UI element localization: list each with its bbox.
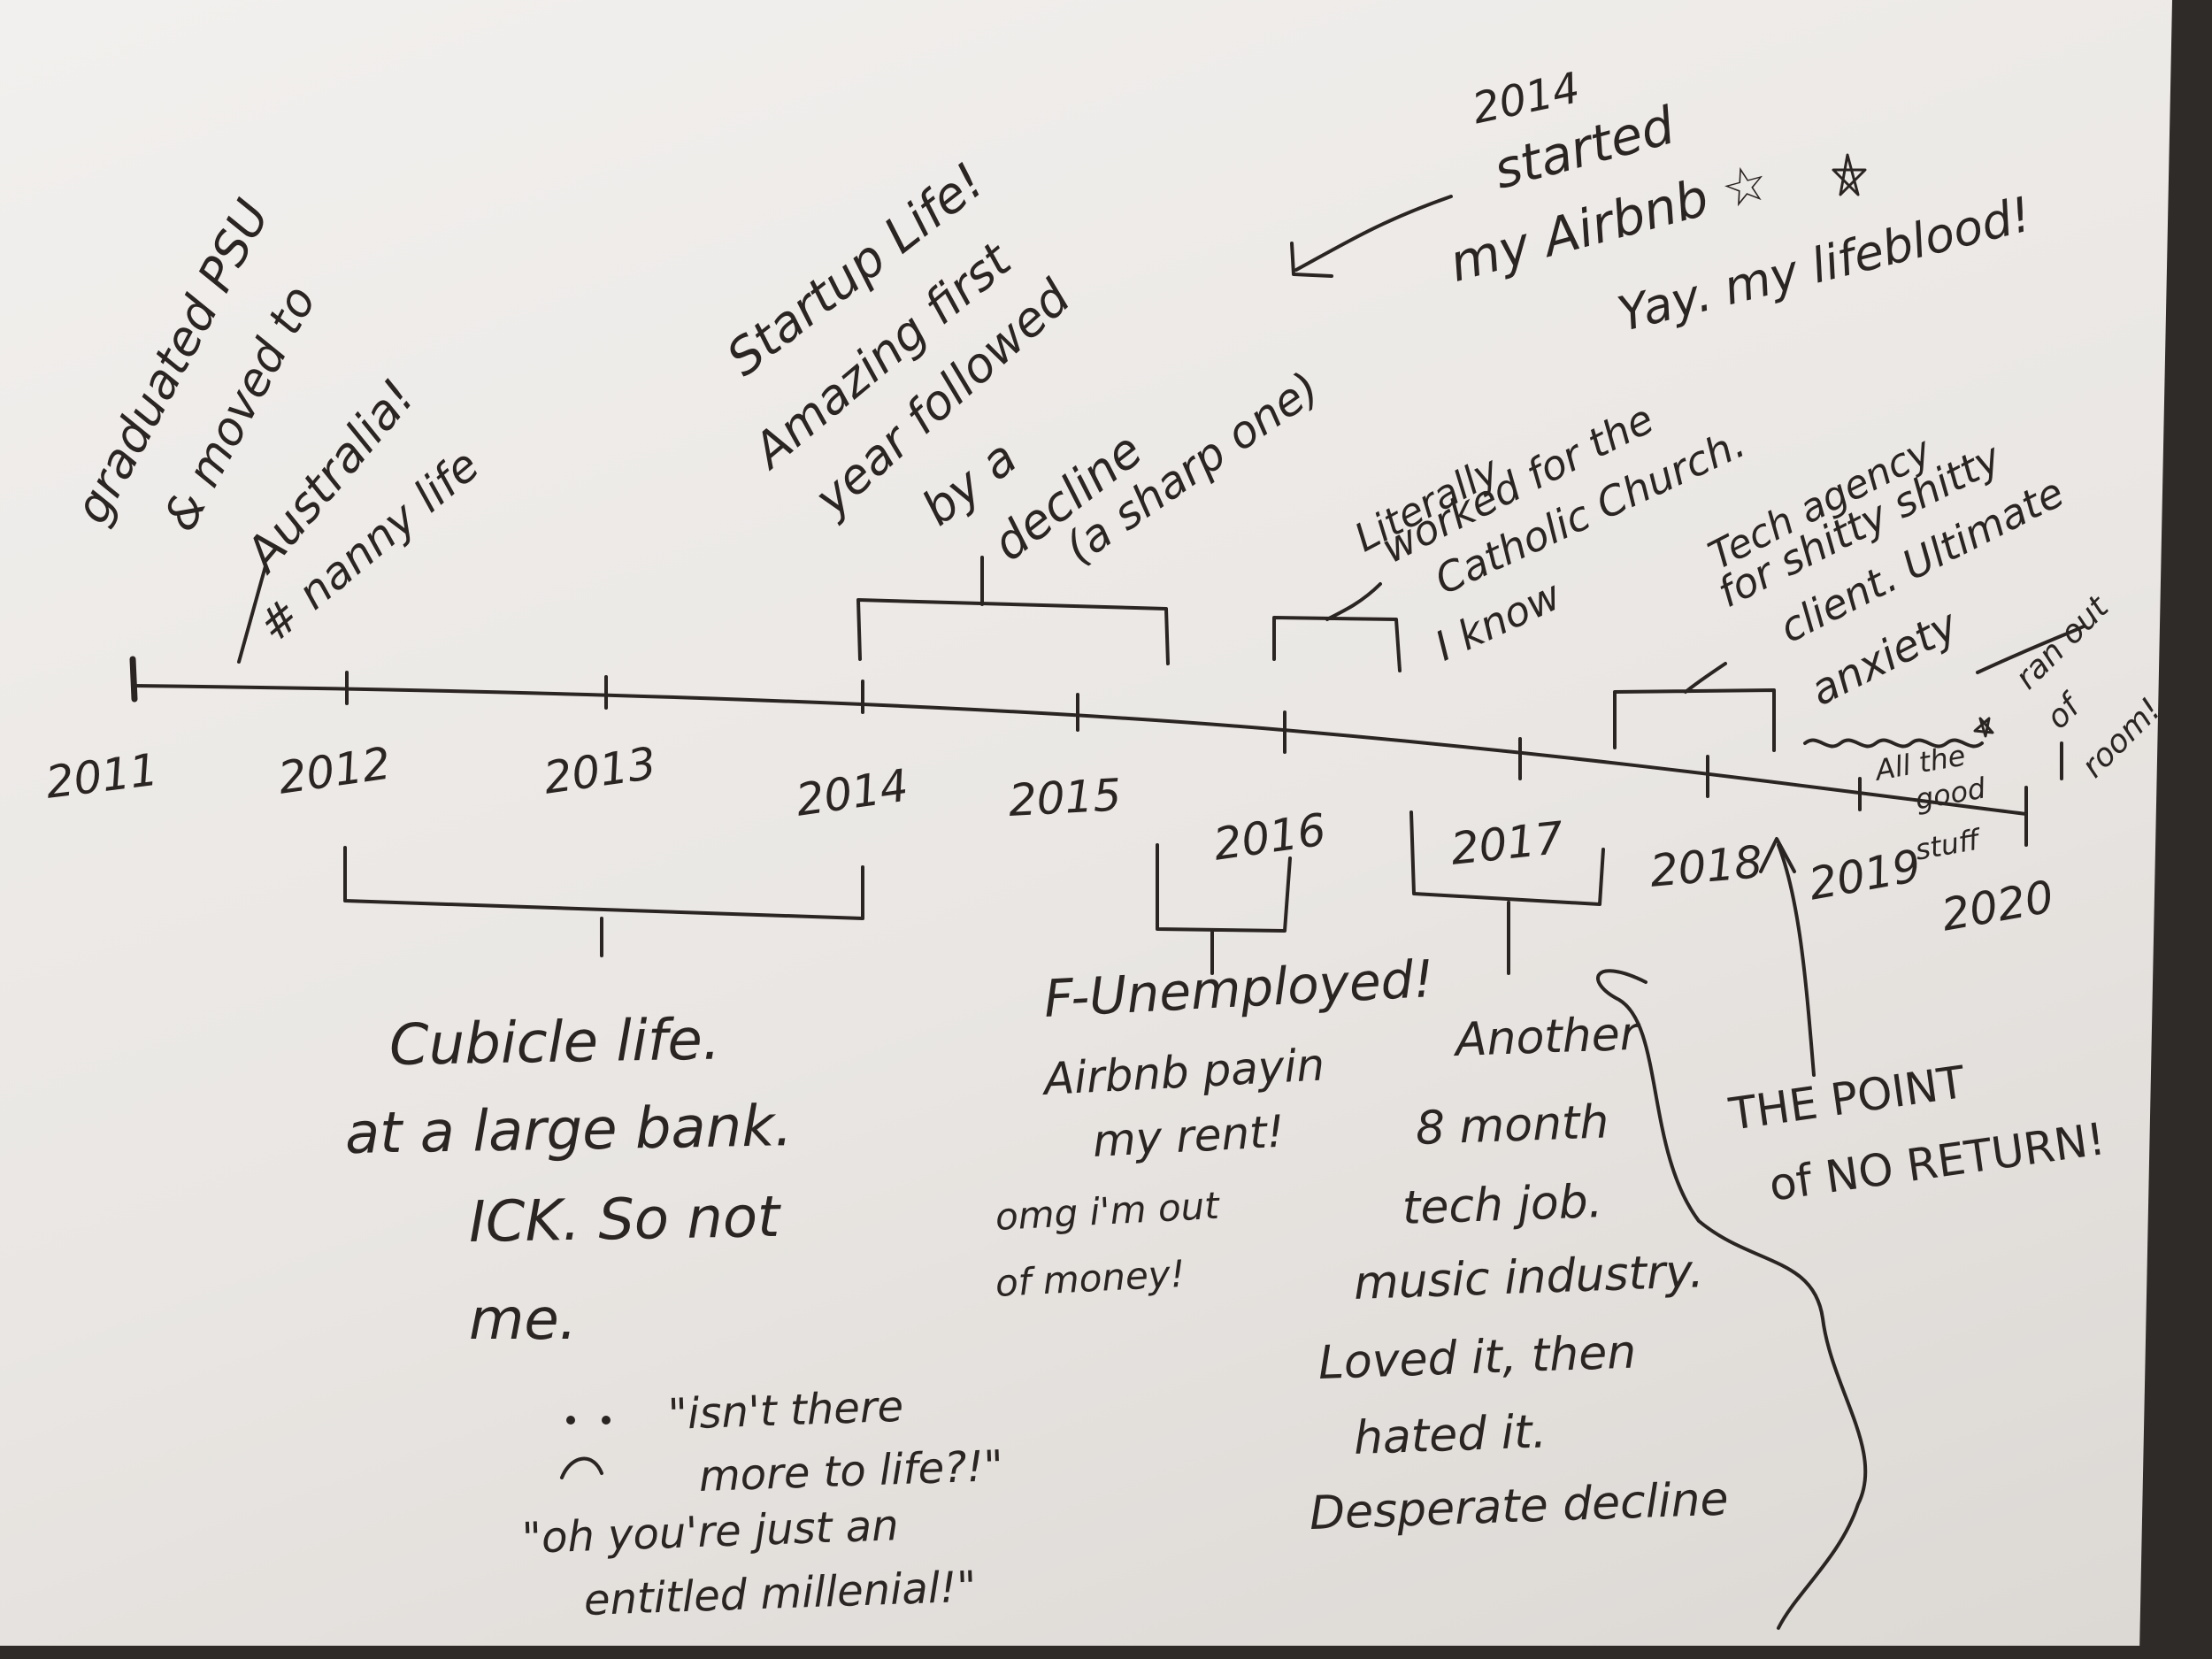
quotes-line-2: more to life?!" — [698, 1441, 1004, 1502]
cubicle-line-1: Cubicle life. — [388, 1007, 721, 1079]
frown-eye-left — [566, 1416, 575, 1425]
unemployed-line-5: of money! — [994, 1251, 1187, 1305]
frown-mouth — [560, 1456, 603, 1479]
squiggle-line — [1803, 738, 1984, 749]
quotes-line-4: entitled millenial!" — [583, 1562, 978, 1625]
paper-sheet — [0, 0, 2172, 1646]
cubicle-line-3: ICK. So not — [468, 1184, 780, 1256]
unemployed-line-3: my rent! — [1091, 1105, 1286, 1167]
another-line-4: music industry. — [1352, 1245, 1705, 1310]
ran-out-arrow — [1976, 625, 2085, 674]
ran-out-star — [1973, 717, 1994, 738]
tech-agency-bracket — [1613, 662, 1776, 752]
cloud-outline — [1596, 969, 1868, 1630]
year-2011: 2011 — [42, 743, 161, 809]
year-2017: 2017 — [1448, 811, 1566, 875]
timeline-axis — [131, 684, 2028, 816]
frown-eye-right — [602, 1416, 611, 1425]
start-tick — [129, 656, 138, 703]
quotes-line-1: "isn't there — [667, 1381, 904, 1440]
another-line-5: Loved it, then — [1317, 1325, 1638, 1390]
airbnb-star — [1832, 153, 1867, 196]
cubicle-bracket — [343, 846, 864, 957]
tech-job-bracket — [1409, 810, 1605, 975]
point-arrowhead — [1759, 837, 1796, 873]
catholic-bracket — [1272, 582, 1402, 672]
year-2018: 2018 — [1647, 836, 1765, 897]
another-line-1: Another — [1454, 1007, 1640, 1067]
cubicle-line-4: me. — [469, 1287, 578, 1353]
point-arrow — [1777, 843, 1816, 1077]
year-2015: 2015 — [1007, 769, 1123, 826]
graduated-leader — [237, 565, 267, 664]
another-line-2: 8 month — [1414, 1095, 1610, 1156]
unemployed-bracket — [1156, 843, 1292, 975]
another-line-7: Desperate decline — [1308, 1472, 1730, 1540]
quotes-line-3: "oh you're just an — [521, 1501, 900, 1563]
another-line-6: hated it. — [1352, 1405, 1548, 1465]
startup-bracket — [856, 556, 1170, 665]
airbnb-arrowhead — [1290, 242, 1333, 278]
cubicle-line-2: at a large bank. — [344, 1094, 794, 1167]
unemployed-line-4: omg i'm out — [994, 1183, 1220, 1239]
another-line-3: tech job. — [1401, 1175, 1604, 1235]
airbnb-arrow — [1294, 195, 1453, 272]
